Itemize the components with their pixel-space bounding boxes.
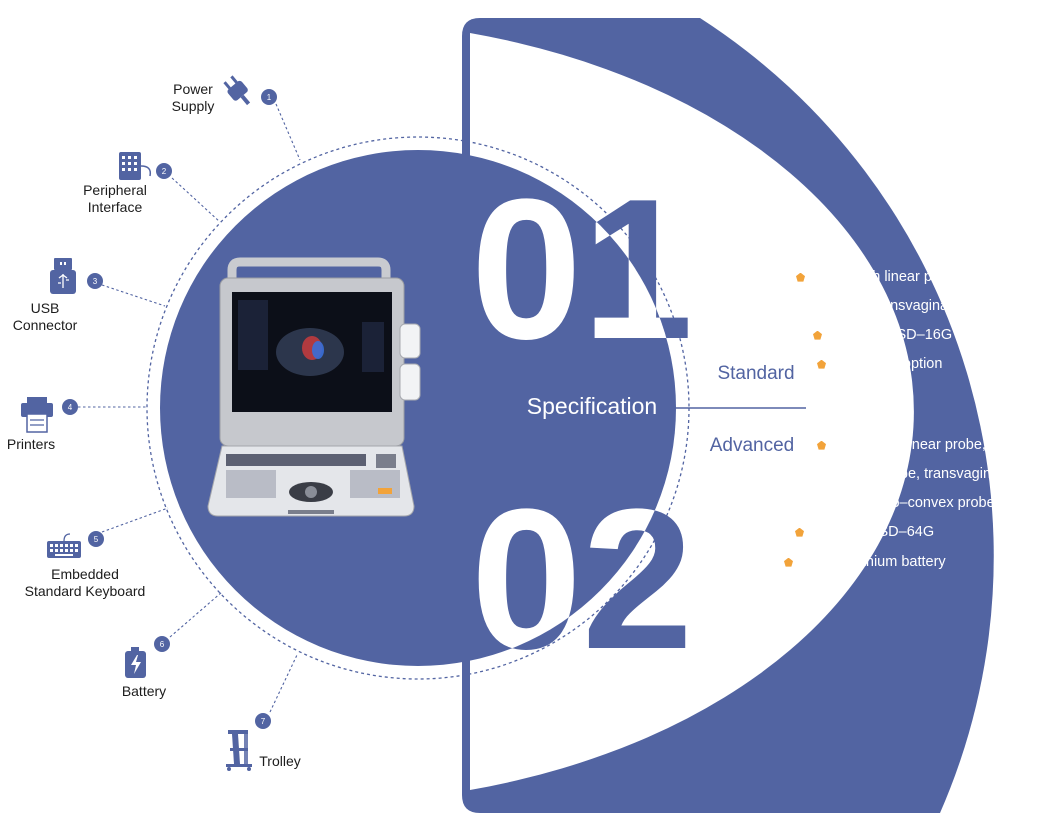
svg-text:3: 3: [93, 277, 98, 286]
standard-item-1-cont: probe, transvaginal probe: [828, 298, 993, 314]
ultrasound-device-image: [207, 257, 421, 517]
svg-text:5: 5: [94, 535, 99, 544]
usb-icon: [50, 258, 76, 294]
advanced-label: Advanced: [710, 435, 795, 456]
badge-1: [261, 89, 277, 105]
feature-6-label: Battery: [121, 683, 167, 699]
advanced-item-1-cont-b: probe,Micro–convex probe: [823, 495, 995, 511]
badge-7: [255, 713, 271, 729]
bullet-icon: [817, 359, 826, 369]
advanced-item-1-cont-a: convex probe, transvaginal: [829, 466, 1003, 482]
badge-3: [87, 273, 103, 289]
standard-item-1: Match with linear probe, convex: [796, 269, 1015, 286]
peripheral-interface-icon: [119, 152, 152, 180]
advanced-item-2: Storage: SSD–64G: [795, 524, 934, 541]
badge-5: [88, 531, 104, 547]
svg-text:1: 1: [267, 93, 272, 102]
specification-title: Specification: [527, 393, 657, 419]
standard-item-2: Storage: SSD–16G: [813, 327, 952, 344]
bullet-icon: [796, 272, 805, 282]
bullet-icon: [784, 557, 793, 567]
trolley-icon: [226, 730, 252, 771]
standard-item-3: Battery for option: [817, 356, 942, 373]
bullet-icon: [817, 440, 826, 450]
keyboard-icon: [47, 533, 81, 558]
badge-2: [156, 163, 172, 179]
power-plug-icon: [223, 75, 251, 106]
number-badges: 1 2 3 4 5 6 7: [62, 89, 277, 729]
advanced-item-3: Build in Lithium battery: [784, 554, 946, 571]
connector-lines: [78, 103, 301, 713]
battery-icon: [125, 647, 146, 678]
feature-4-label: Printers: [6, 436, 56, 452]
bullet-icon: [795, 527, 804, 537]
badge-4: [62, 399, 78, 415]
feature-7-label: Trolley: [259, 753, 301, 769]
advanced-item-1: Match with linear probe,: [817, 437, 986, 454]
standard-label: Standard: [717, 363, 794, 384]
bullet-icon: [813, 330, 822, 340]
svg-text:7: 7: [261, 717, 266, 726]
badge-6: [154, 636, 170, 652]
svg-text:4: 4: [68, 403, 73, 412]
printer-icon: [21, 397, 53, 433]
svg-text:6: 6: [160, 640, 165, 649]
svg-text:2: 2: [162, 167, 167, 176]
